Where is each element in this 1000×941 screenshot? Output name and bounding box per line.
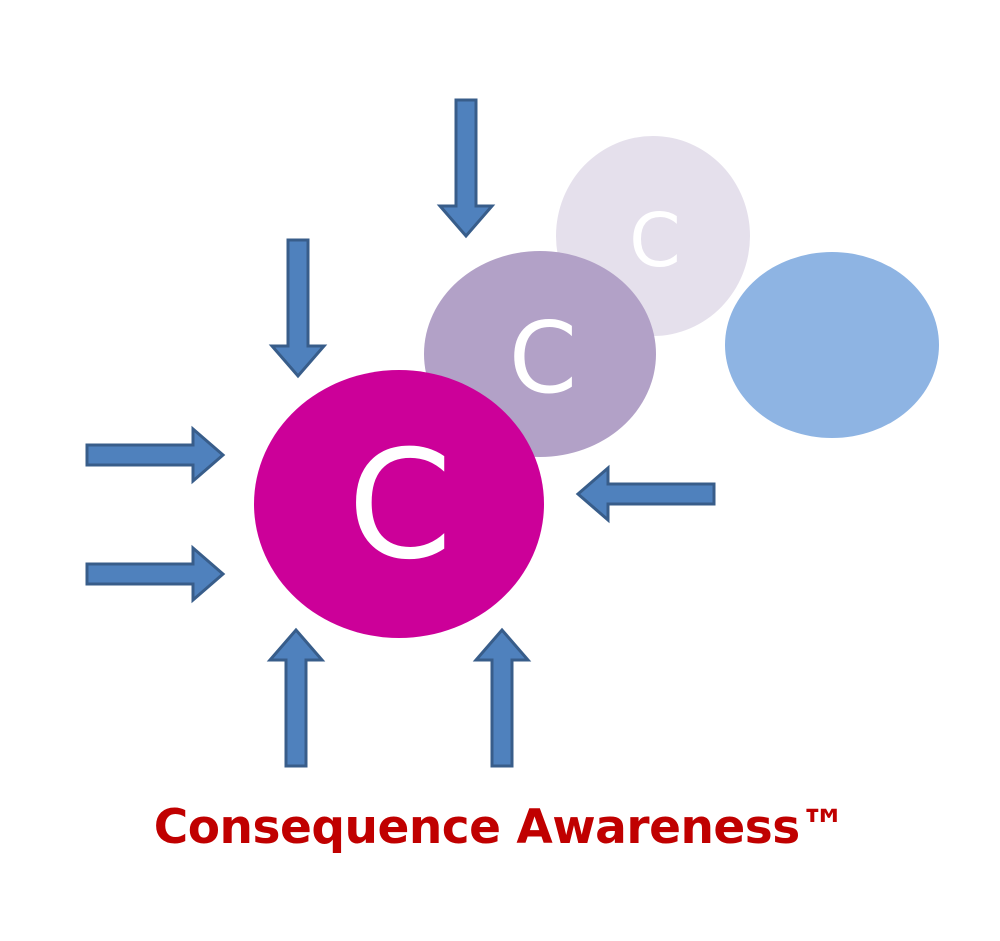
circle-medium-letter: C [509, 302, 577, 416]
arrow-right-upper-icon [85, 427, 225, 483]
arrow-up-right-icon [474, 628, 530, 768]
circle-faint-letter: C [629, 198, 681, 284]
circle-main [254, 370, 544, 638]
arrow-up-left-icon [268, 628, 324, 768]
arrow-down-left-icon [270, 238, 326, 378]
arrow-right-lower-icon [85, 546, 225, 602]
circle-blue [725, 252, 939, 438]
diagram-caption: Consequence Awareness™ [153, 800, 847, 855]
circle-main-letter: C [348, 419, 453, 593]
arrow-down-top-icon [438, 98, 494, 238]
arrow-left-icon [576, 466, 716, 522]
